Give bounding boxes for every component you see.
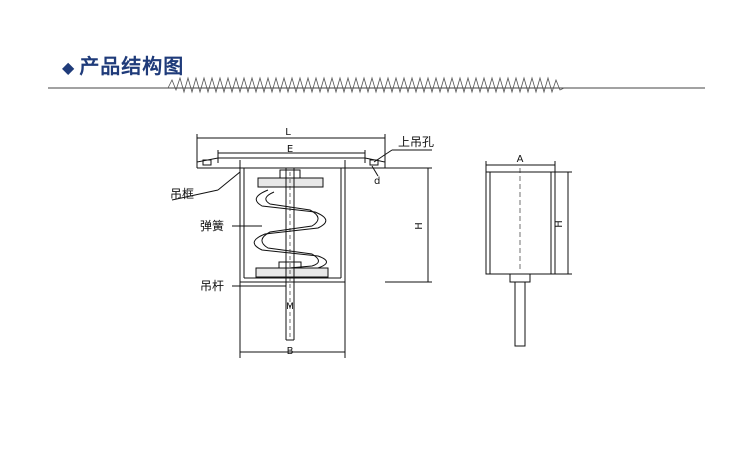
dimension-A [485, 161, 556, 172]
callout-spring: 弹簧 [200, 218, 224, 233]
label-B: B [287, 346, 294, 357]
side-rod [514, 281, 526, 347]
dimension-L [196, 134, 386, 162]
spring-bottom-seat [255, 267, 329, 278]
label-d: d [374, 176, 380, 187]
bottom-nut [278, 261, 302, 269]
side-nut [509, 273, 531, 283]
callout-rod: 吊杆 [200, 279, 224, 293]
callout-top-hole: 上吊孔 [398, 135, 434, 149]
mounting-hole-right [369, 159, 379, 166]
zigzag-ornament [167, 76, 565, 94]
front-view [171, 134, 432, 358]
side-frame [485, 171, 556, 275]
side-view [485, 161, 572, 347]
top-flange [196, 157, 386, 169]
mounting-hole-left [202, 159, 212, 166]
label-H: H [414, 222, 425, 230]
spring-coils [253, 189, 327, 273]
hanger-rod [285, 168, 295, 341]
side-dimension-H [555, 171, 572, 275]
label-A: A [517, 154, 524, 165]
leader-top-hole [373, 149, 393, 163]
leader-frame-tail [171, 189, 219, 201]
frame-body [239, 168, 346, 283]
section-title: ◆产品结构图 [62, 50, 184, 79]
top-nut [279, 169, 301, 179]
section-title-text: 产品结构图 [79, 54, 185, 78]
diamond-bullet-icon: ◆ [62, 58, 76, 77]
dimension-E [217, 150, 366, 163]
spring-top-plate [257, 177, 324, 188]
dimension-B [239, 282, 346, 358]
leader-frame [217, 171, 241, 191]
label-E: E [287, 144, 293, 155]
label-side-H: H [554, 220, 565, 228]
label-L: L [285, 127, 291, 138]
leader-d [371, 165, 379, 177]
label-M: M [286, 302, 294, 312]
header-divider [48, 76, 705, 94]
dimension-H [385, 167, 432, 283]
callout-frame: 吊框 [170, 187, 194, 201]
